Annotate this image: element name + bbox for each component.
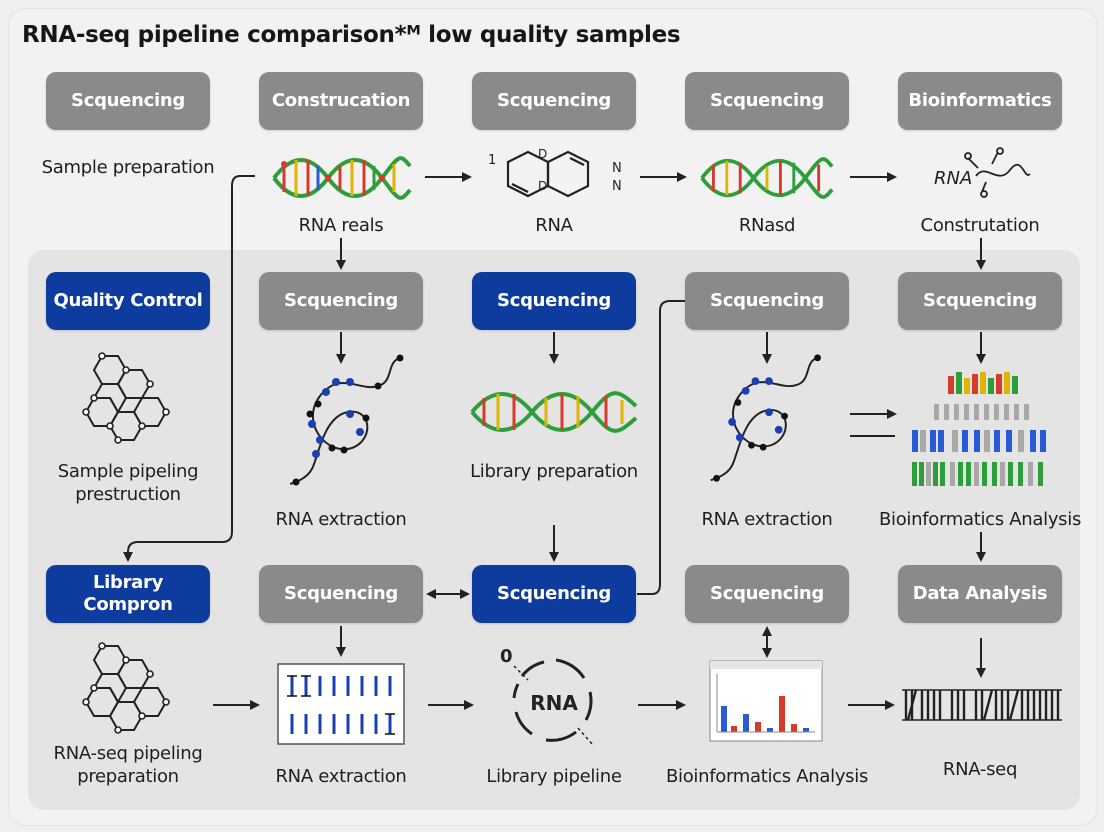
dna-helix-icon: [272, 156, 412, 200]
rna-circle-zero: 0: [500, 646, 513, 667]
box-row3-col2[interactable]: Scquencing: [259, 565, 423, 623]
box-row1-col3[interactable]: Scquencing: [472, 72, 636, 130]
box-data-analysis[interactable]: Data Analysis: [898, 565, 1062, 623]
construct-text: RNA: [934, 168, 972, 189]
label-rna-reals: RNA reals: [298, 215, 384, 236]
hexagon-network-icon: [82, 352, 170, 444]
arrow-loop-left: [123, 175, 255, 562]
molecule-label-n1: N: [612, 161, 622, 176]
label-rna: RNA: [535, 215, 573, 236]
dna-helix-icon-2: [700, 157, 834, 199]
label-library-preparation: Library preparation: [470, 461, 638, 482]
sequencing-bars-icon: [912, 372, 1046, 486]
box-row1-col1[interactable]: Scquencing: [46, 72, 210, 130]
box-row2-col4[interactable]: Scquencing: [685, 272, 849, 330]
rna-circle-text: RNA: [530, 691, 578, 715]
molecule-label-n2: N: [612, 179, 622, 194]
gel-lanes-icon: [277, 663, 405, 745]
chemical-structure-icon: 1 D D N N: [488, 148, 622, 198]
box-row1-col2[interactable]: Construcation: [259, 72, 423, 130]
bar-chart-thumbnail-icon: [709, 660, 823, 742]
label-rna-seq: RNA-seq: [942, 759, 1018, 780]
protein-fold-icon: [290, 354, 404, 486]
box-row1-col4[interactable]: Scquencing: [685, 72, 849, 130]
label-bioinformatics-analysis-1: Bioinformatics Analysis: [878, 509, 1082, 530]
box-row3-col4[interactable]: Scquencing: [685, 565, 849, 623]
label-rna-seq-pipeling: RNA-seq pipeling preparation: [53, 743, 203, 788]
label-sample-pipeling: Sample pipeling prestruction: [57, 461, 199, 506]
label-rna-extraction-2: RNA extraction: [701, 509, 833, 530]
construct-sketch-icon: RNA: [934, 147, 1031, 198]
box-row3-col3[interactable]: Scquencing: [472, 565, 636, 623]
dna-helix-icon-3: [470, 391, 638, 433]
box-library-compron[interactable]: Library Compron: [46, 565, 210, 623]
molecule-label-d2: D: [538, 179, 547, 193]
sequence-reads-icon: [902, 689, 1062, 721]
diagram-title: RNA-seq pipeline comparison*ᴹ low qualit…: [22, 22, 681, 48]
protein-fold-icon-2: [710, 354, 821, 482]
label-library-pipeline: Library pipeline: [486, 766, 622, 787]
label-rnasd: RNasd: [738, 215, 796, 236]
box-row2-col5[interactable]: Scquencing: [898, 272, 1062, 330]
label-sample-preparation: Sample preparation: [41, 157, 215, 178]
box-quality-control[interactable]: Quality Control: [46, 272, 210, 330]
rna-circle-icon: RNA 0: [500, 646, 595, 747]
label-rna-extraction-3: RNA extraction: [275, 766, 407, 787]
box-row1-col5[interactable]: Bioinformatics: [898, 72, 1062, 130]
hexagon-network-icon-2: [82, 642, 170, 734]
box-row2-col3[interactable]: Scquencing: [472, 272, 636, 330]
label-rna-extraction-1: RNA extraction: [275, 509, 407, 530]
arrow-c3-c4-link: [637, 300, 685, 595]
molecule-label-one: 1: [488, 153, 496, 168]
label-bioinformatics-analysis-2: Bioinformatics Analysis: [665, 766, 869, 787]
label-construtation: Construtation: [920, 215, 1040, 236]
molecule-label-d1: D: [538, 148, 547, 161]
box-row2-col2[interactable]: Scquencing: [259, 272, 423, 330]
